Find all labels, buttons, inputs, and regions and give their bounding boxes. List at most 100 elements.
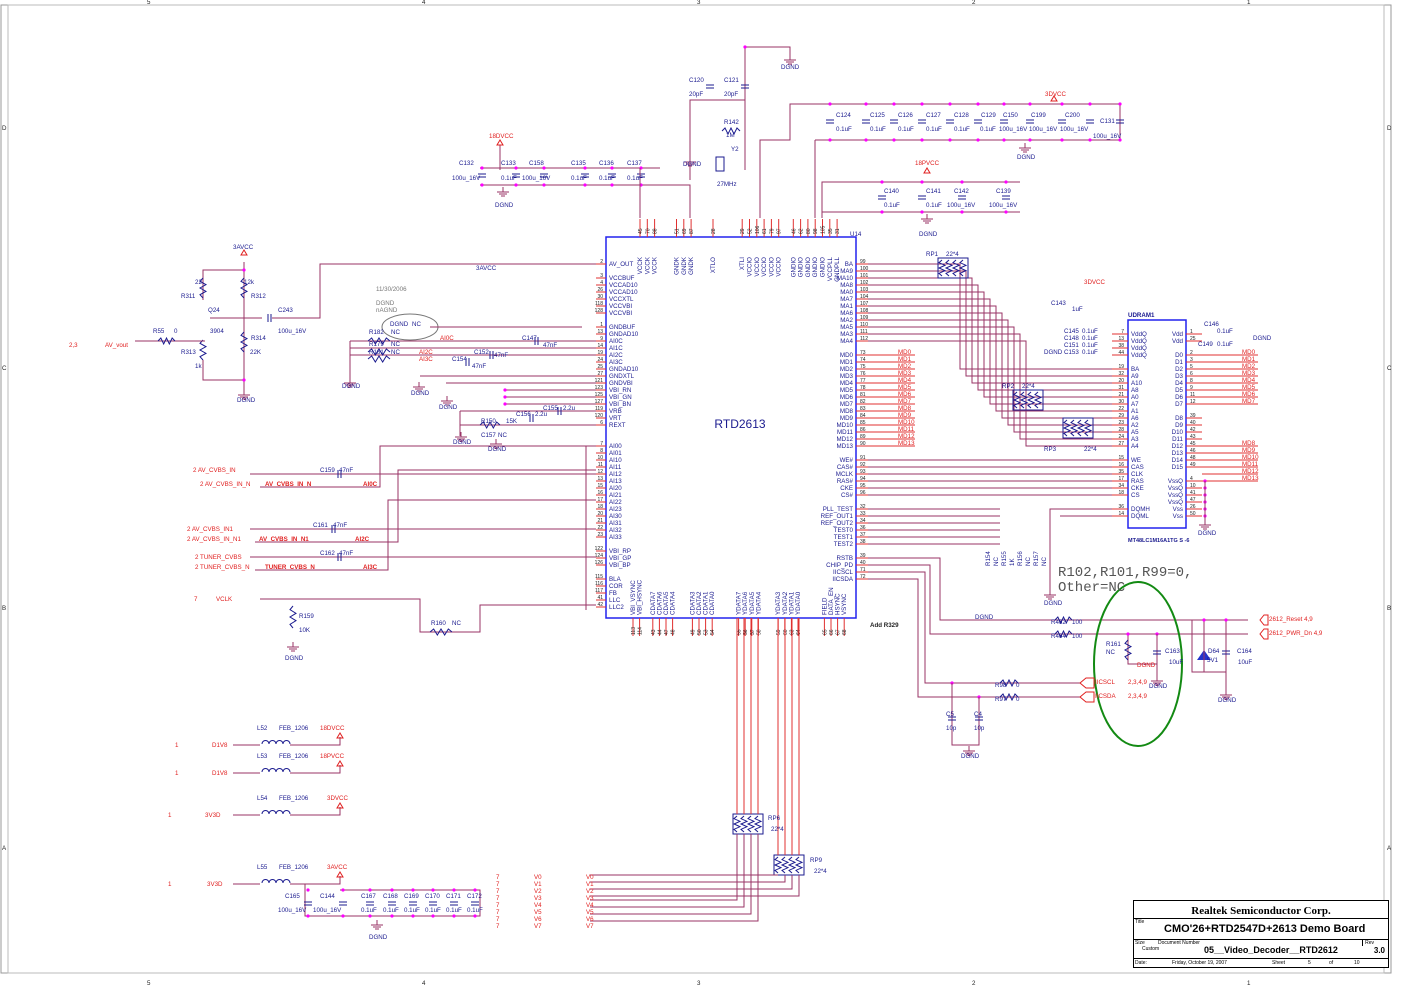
junction-dot [960, 180, 964, 184]
dgnd23-label: DGND [369, 934, 388, 941]
pin-name: GNDIO [790, 257, 797, 277]
dgnd21-label: DGND [1218, 697, 1237, 704]
pin-name: VssQ [1168, 492, 1183, 499]
resistor [787, 856, 797, 874]
c133v-label: 0.1uF [501, 175, 517, 182]
pin-name: VCCAD10 [609, 282, 638, 289]
c145v-label: 0.1uF [1082, 328, 1098, 335]
pin-number: 103 [860, 287, 869, 293]
pin-name: VddQ [1131, 352, 1147, 359]
pin-name: RAS# [837, 478, 854, 485]
c155v-label: 2.2u [563, 405, 576, 412]
r55-resistor [157, 336, 176, 346]
pin-name: AI12 [609, 471, 622, 478]
pin-name: D10 [1172, 429, 1184, 436]
address-wire [868, 284, 1112, 391]
pin-name: MD1 [840, 359, 854, 366]
pin-name: MA7 [840, 296, 853, 303]
pin-number: 39 [860, 553, 866, 559]
pin-name: VCCBUF [609, 275, 635, 282]
r97v-label: 0 [1016, 696, 1020, 703]
pin-name: CAS [1131, 464, 1144, 471]
pin-name: CKE [840, 485, 853, 492]
resistor [937, 259, 947, 277]
rp6-label: RP6 [768, 815, 781, 822]
junction-dot [880, 210, 884, 214]
pin-name: MA3 [840, 331, 853, 338]
pin-number: 53 [704, 629, 710, 635]
v-bus-wire [590, 875, 800, 897]
pin-number: 26 [1190, 504, 1196, 510]
resistor [999, 692, 1019, 702]
pin-name: VBI_RP [609, 548, 631, 555]
c127-label: C127 [926, 112, 941, 119]
c135-label: C135 [571, 160, 586, 167]
pin-name: AV_OUT [609, 261, 634, 268]
address-wire [868, 340, 1112, 447]
in1n-ai-label: AI0C [363, 481, 378, 488]
pin-name: GNDIO [812, 257, 819, 277]
junction-dot [341, 914, 345, 918]
pin-number: 100 [860, 266, 869, 272]
resistor [429, 628, 453, 636]
p3avcc2-label: 3AVCC [476, 265, 497, 272]
pin-name: AI2C [609, 352, 623, 359]
pin-name: Vss [1173, 513, 1183, 520]
border-row-label: B [2, 605, 6, 612]
pin-number: 56 [743, 629, 749, 635]
junction-dot [411, 914, 415, 918]
border-column-label: 2 [972, 980, 976, 987]
pin-number: 88 [653, 228, 659, 234]
inductor-coil [282, 740, 291, 745]
resistor [773, 856, 783, 874]
pin-name: VCCAD10 [609, 289, 638, 296]
pin-name: CDATA1 [703, 591, 710, 615]
pin-name: AI20 [609, 485, 622, 492]
pw1-label: 1 [175, 742, 179, 749]
r464-label: R464 [1051, 633, 1066, 640]
v-bus-page-ref: 7 [496, 881, 500, 888]
pin-number: 110 [860, 322, 868, 328]
y2-label: Y2 [731, 146, 739, 153]
c158v-label: 100u_16V [522, 175, 551, 182]
pin-number: 23 [597, 532, 603, 538]
junction-dot [1088, 102, 1092, 106]
pin-number: 85 [860, 420, 866, 426]
iicsda-pg-label: 2,3,4,9 [1128, 693, 1147, 700]
pin-name: D1 [1175, 359, 1183, 366]
pin-name: VBI_BN [609, 401, 631, 408]
resistor [367, 348, 391, 356]
junction-dot [1028, 102, 1032, 106]
pin-number: 4 [1190, 476, 1193, 482]
pin-number: 13 [597, 476, 603, 482]
c126-label: C126 [898, 112, 913, 119]
border-column-label: 3 [697, 0, 701, 6]
pin-name: GNDIO [798, 257, 805, 277]
pin-number: 75 [860, 364, 866, 370]
pin-number: 123 [595, 385, 604, 391]
pin-number: 70 [645, 228, 651, 234]
c143v-label: 1uF [1072, 306, 1083, 313]
pin-number: 62 [799, 228, 805, 234]
pin-number: 14 [597, 343, 603, 349]
pin-number: 2 [600, 259, 603, 265]
c146v-label: 0.1uF [1217, 328, 1233, 335]
address-wire [868, 312, 1112, 419]
pin-name: D7 [1175, 401, 1183, 408]
wire [745, 46, 791, 55]
c139v-label: 100u_16V [989, 202, 1018, 209]
wire [951, 683, 980, 746]
rail [759, 103, 1121, 218]
pin-name: GNDVBI [609, 380, 633, 387]
date-value: Friday, October 19, 2007 [1172, 960, 1227, 966]
pin-number: 80 [806, 228, 812, 234]
r182v-label: NC [391, 329, 400, 336]
r313-label: R313 [181, 349, 196, 356]
v-bus-wire [590, 834, 752, 915]
resistor [1083, 419, 1093, 437]
rp2v-label: 22*4 [1022, 383, 1035, 390]
v-bus-page-ref: 7 [496, 902, 500, 909]
v-bus-label: V7 [534, 923, 542, 930]
of-label: of [1329, 960, 1334, 966]
v-bus-label: V1 [534, 881, 542, 888]
